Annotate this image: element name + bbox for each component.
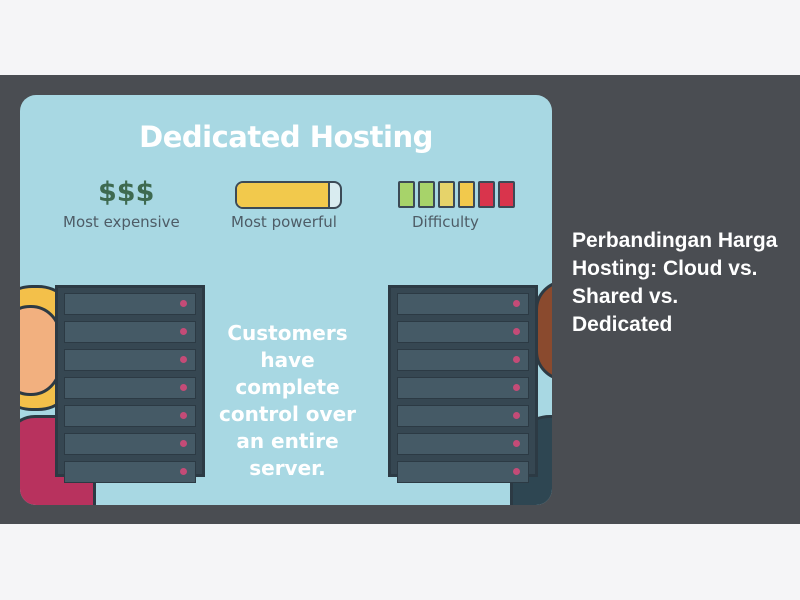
power-bar-icon xyxy=(235,181,342,209)
power-label: Most powerful xyxy=(231,213,337,231)
customer-face-illustration xyxy=(20,305,61,396)
article-thumbnail[interactable]: Dedicated Hosting $$$ Most expensive Mos… xyxy=(20,95,552,505)
difficulty-segment xyxy=(398,181,415,208)
server-rack-right-icon xyxy=(388,285,538,483)
power-bar-fill xyxy=(237,183,330,207)
thumbnail-title: Dedicated Hosting xyxy=(139,120,433,154)
server-rack-left-icon xyxy=(55,285,205,483)
dollar-icon: $$$ xyxy=(98,177,155,208)
article-card[interactable]: Dedicated Hosting $$$ Most expensive Mos… xyxy=(0,75,800,524)
cost-label: Most expensive xyxy=(63,213,180,231)
difficulty-label: Difficulty xyxy=(412,213,479,231)
difficulty-meter-icon xyxy=(398,181,515,208)
difficulty-segment xyxy=(458,181,475,208)
difficulty-segment xyxy=(418,181,435,208)
thumbnail-body-text: Customers have complete control over an … xyxy=(218,321,357,480)
difficulty-segment xyxy=(498,181,515,208)
difficulty-segment xyxy=(478,181,495,208)
difficulty-segment xyxy=(438,181,455,208)
article-title-link[interactable]: Perbandingan Harga Hosting: Cloud vs. Sh… xyxy=(572,229,778,336)
